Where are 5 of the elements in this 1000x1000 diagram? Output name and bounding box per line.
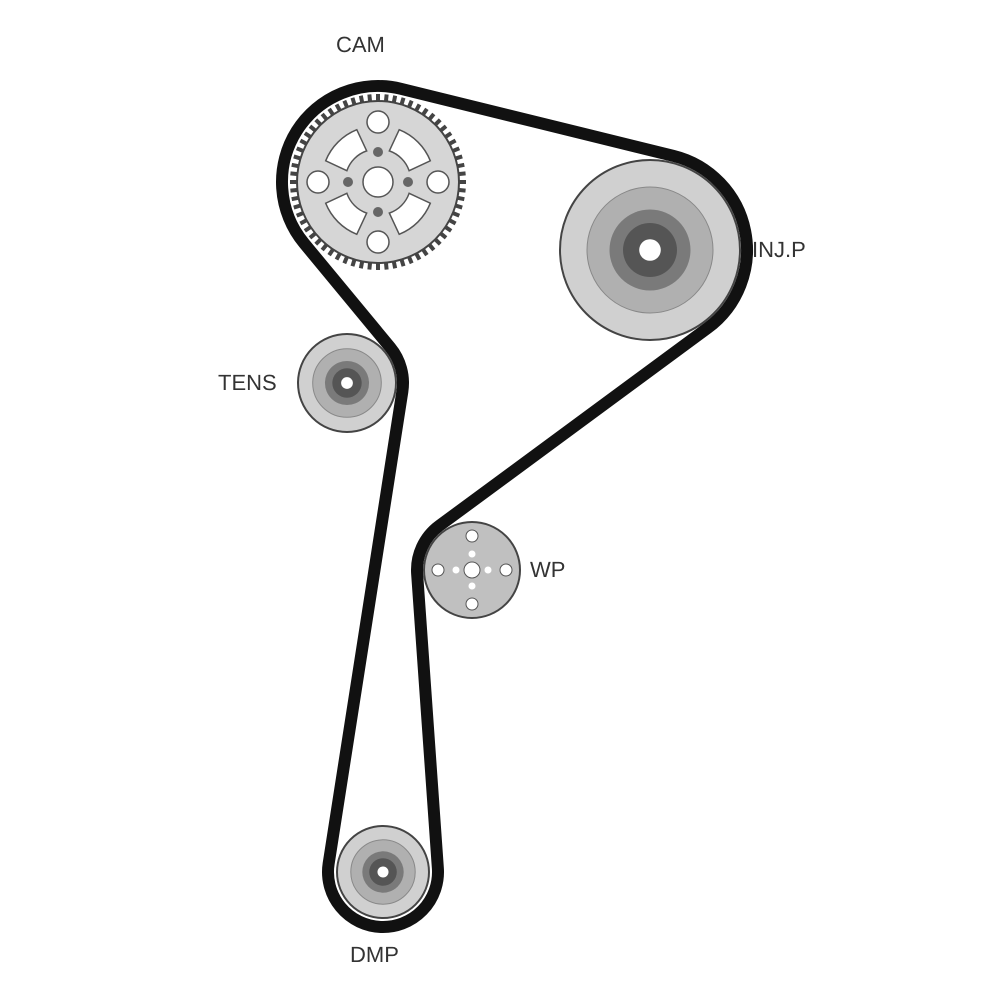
pulley-label: CAM xyxy=(336,34,385,56)
pulley-label: WP xyxy=(530,559,566,581)
pulley-label: INJ.P xyxy=(752,239,806,261)
pulley-label: DMP xyxy=(350,944,399,966)
pulley-label: TENS xyxy=(218,372,277,394)
